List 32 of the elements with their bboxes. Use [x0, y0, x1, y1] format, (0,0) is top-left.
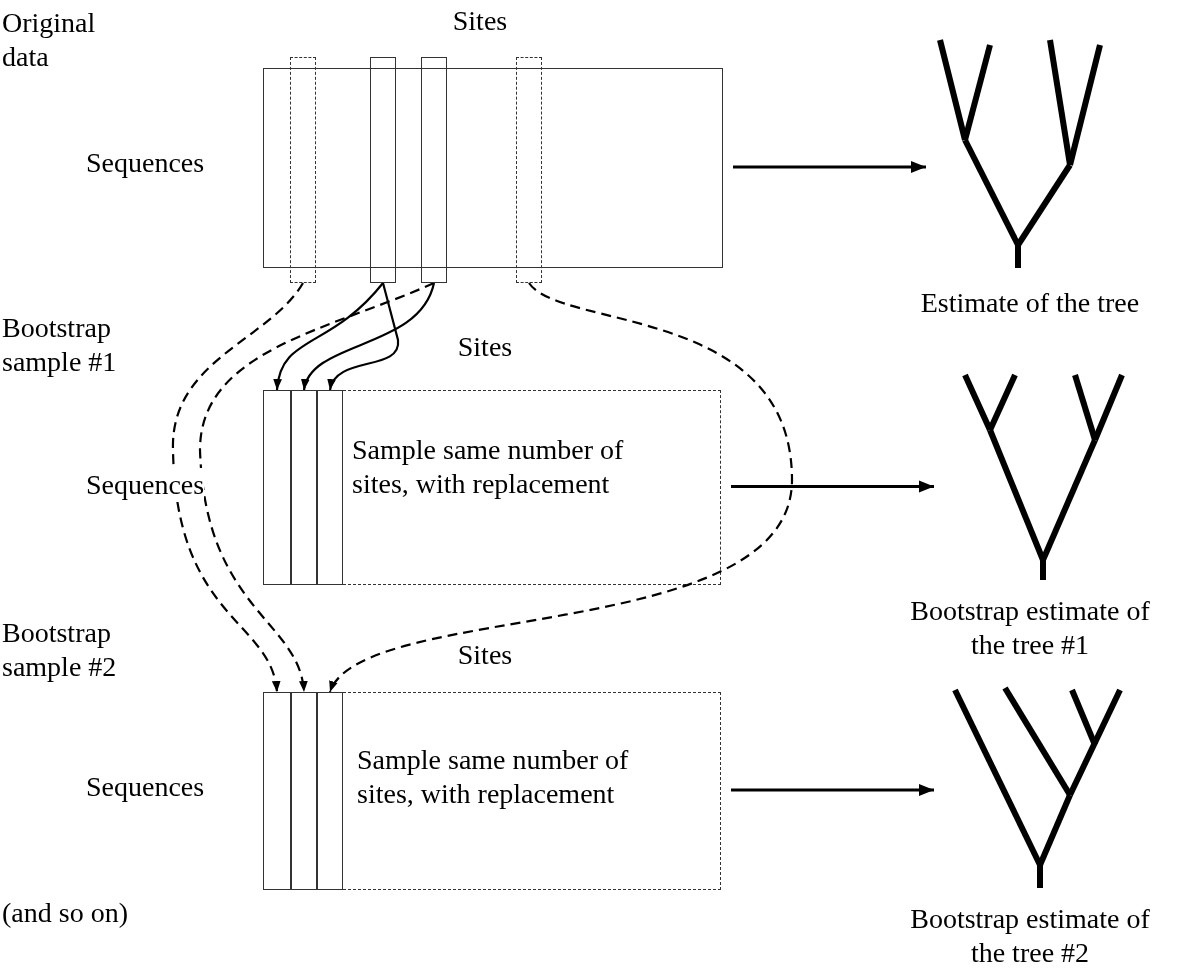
row-label: Original data: [2, 6, 97, 74]
row-label: Bootstrap sample #2: [2, 616, 118, 684]
site-column: [421, 57, 447, 283]
site-column: [516, 57, 542, 283]
column-heading: Sites: [451, 4, 509, 38]
arrow: [274, 282, 384, 391]
column-heading: Sites: [456, 638, 514, 672]
arrow: [302, 282, 436, 391]
site-column: [290, 57, 316, 283]
site-column: [317, 390, 343, 585]
row-label: Bootstrap sample #1: [2, 311, 118, 379]
matrix-note: Sample same number of sites, with replacement: [352, 433, 625, 501]
arrow: [198, 282, 435, 693]
arrow: [733, 161, 926, 173]
matrix-note: Sample same number of sites, with replacement: [357, 743, 630, 811]
arrow: [731, 480, 934, 493]
site-column: [291, 692, 317, 890]
tree-caption: Bootstrap estimate of the tree #2: [910, 902, 1150, 970]
row-heading: Sequences: [86, 468, 205, 502]
tree-caption: Bootstrap estimate of the tree #1: [910, 594, 1150, 662]
site-column: [370, 57, 396, 283]
arrow: [328, 282, 400, 391]
arrow: [731, 784, 934, 796]
tree-caption: Estimate of the tree: [919, 286, 1141, 320]
row-label: (and so on): [2, 896, 129, 930]
site-column: [263, 692, 291, 890]
site-column: [317, 692, 343, 890]
arrow: [171, 282, 304, 693]
site-column: [263, 390, 291, 585]
column-heading: Sites: [456, 330, 514, 364]
arrow: [329, 282, 794, 693]
site-column: [291, 390, 317, 585]
